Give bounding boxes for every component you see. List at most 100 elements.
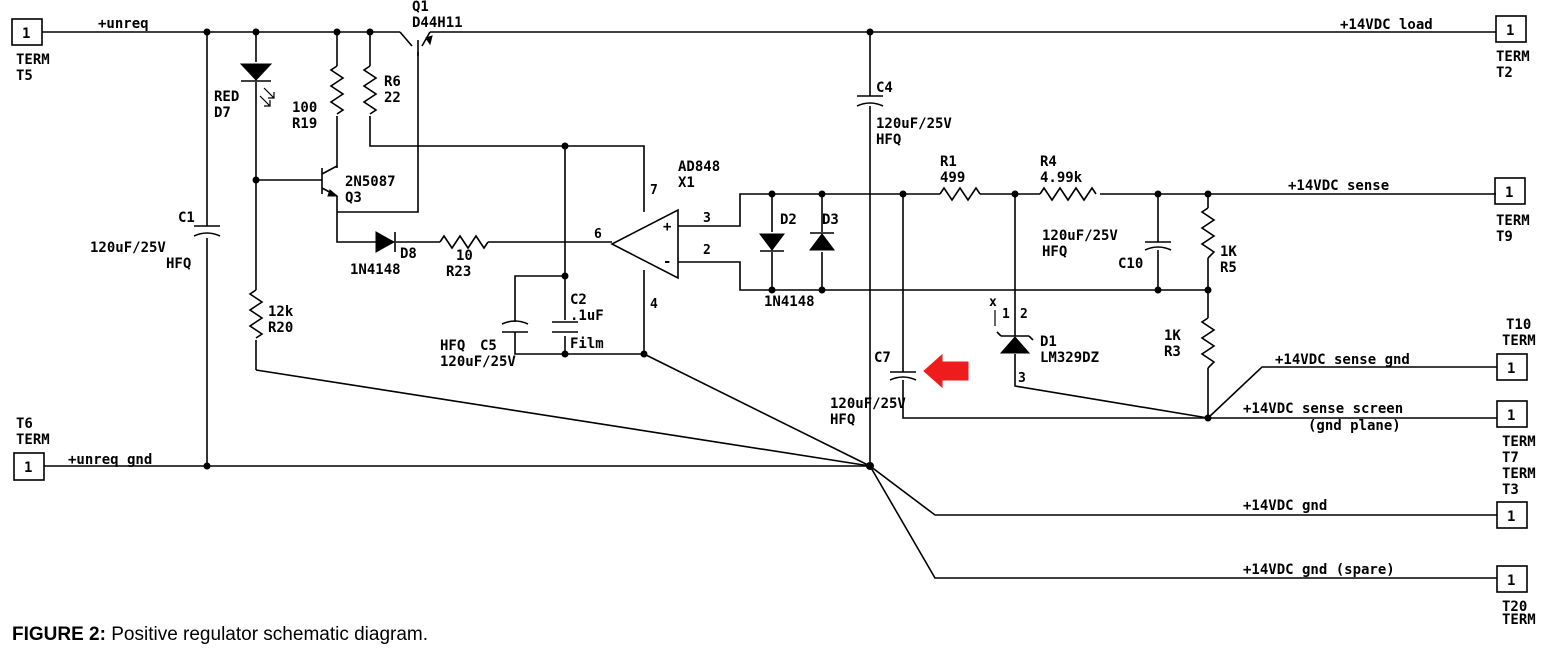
svg-text:T20: T20 [1502,599,1527,615]
svg-text:12k: 12k [268,304,294,320]
svg-text:RED: RED [214,89,239,105]
capacitor-c10: 120uF/25V HFQ C10 [1042,228,1172,272]
svg-text:TERM: TERM [1496,213,1530,229]
svg-text:TERM: TERM [16,432,50,448]
svg-text:TERM: TERM [1502,612,1536,628]
resistor-r5: 1K R5 [1200,207,1237,276]
svg-text:10: 10 [456,248,473,264]
svg-text:4.99k: 4.99k [1040,170,1083,186]
svg-text:3: 3 [1018,371,1026,386]
svg-text:1K: 1K [1220,244,1237,260]
svg-text:R1: R1 [940,154,957,170]
svg-text:R23: R23 [446,264,471,280]
svg-text:TERM: TERM [1496,49,1530,65]
svg-text:T9: T9 [1496,229,1513,245]
svg-text:Q3: Q3 [345,190,362,206]
figure-caption-text: Positive regulator schematic diagram. [105,624,429,645]
figure-caption-label: FIGURE 2: [12,624,106,645]
transistor-q1: Q1 D44H11 [399,0,463,56]
net-label-sense: +14VDC sense [1288,178,1389,194]
diode-d8: D8 1N4148 [350,231,417,278]
svg-text:1: 1 [1507,408,1515,424]
svg-text:T7: T7 [1502,450,1519,466]
svg-text:Film: Film [570,336,604,352]
resistor-r20: 12k R20 [248,289,294,339]
terminal-t7: 1 TERM T7 [1496,400,1536,466]
net-label-gnd-plane: (gnd plane) [1308,418,1401,434]
svg-text:3: 3 [703,211,711,226]
junction-dots [203,28,1212,470]
svg-text:R4: R4 [1040,154,1057,170]
svg-text:+: + [663,219,671,235]
capacitor-c4: C4 120uF/25V HFQ [856,80,952,148]
svg-text:1: 1 [1507,573,1515,589]
svg-text:D2: D2 [780,212,797,228]
svg-text:T2: T2 [1496,65,1513,81]
diode-d3: D3 [809,212,839,251]
net-label-unreg-gnd: +unreq gnd [68,452,152,468]
svg-text:4: 4 [650,297,658,312]
svg-text:D8: D8 [400,246,417,262]
svg-text:1: 1 [1507,509,1515,525]
svg-text:1: 1 [1506,23,1514,39]
svg-text:LM329DZ: LM329DZ [1040,350,1099,366]
svg-text:Q1: Q1 [412,0,429,15]
transistor-q3: 2N5087 Q3 [321,165,396,206]
svg-text:R5: R5 [1220,260,1237,276]
svg-text:T10: T10 [1506,317,1531,333]
opamp-x1: + - AD848 X1 7 6 4 3 2 [594,159,720,312]
svg-text:TERM: TERM [1502,466,1536,482]
resistor-r4: R4 4.99k [1039,154,1097,202]
figure-caption: FIGURE 2: Positive regulator schematic d… [12,624,428,646]
svg-text:D44H11: D44H11 [412,15,463,31]
capacitor-c2: C2 .1uF Film [552,292,604,352]
svg-text:C4: C4 [876,80,893,96]
svg-text:1: 1 [22,26,30,42]
svg-text:HFQ: HFQ [1042,244,1067,260]
svg-text:D1: D1 [1040,334,1057,350]
net-label-14v-gnd: +14VDC gnd [1243,498,1327,514]
svg-text:T5: T5 [16,68,33,84]
net-label-14v-gnd-spare: +14VDC gnd (spare) [1243,562,1395,578]
svg-text:TERM: TERM [1502,333,1536,349]
svg-text:1: 1 [1002,307,1010,322]
resistor-r23: 10 R23 [439,234,489,280]
svg-text:R20: R20 [268,320,293,336]
svg-text:HFQ: HFQ [166,256,191,272]
svg-text:HFQ: HFQ [440,338,465,354]
svg-text:2N5087: 2N5087 [345,174,396,190]
net-label-sense-screen: +14VDC sense screen [1243,401,1403,417]
svg-text:120uF/25V: 120uF/25V [1042,228,1118,244]
svg-text:499: 499 [940,170,965,186]
svg-text:22: 22 [384,90,401,106]
highlight-arrow-icon [923,353,969,389]
svg-text:100: 100 [292,100,317,116]
svg-text:120uF/25V: 120uF/25V [90,240,166,256]
svg-text:1N4148: 1N4148 [350,262,401,278]
resistor-r1: R1 499 [939,154,981,202]
zener-d1: x 1 2 3 D1 LM329DZ [989,295,1099,386]
svg-text:D7: D7 [214,105,231,121]
svg-text:x: x [989,295,997,310]
terminal-t9: 1 TERM T9 [1494,177,1530,245]
resistor-r19: 100 R19 [292,65,345,132]
capacitor-c5: HFQ C5 120uF/25V [440,320,529,370]
svg-text:1K: 1K [1164,328,1181,344]
net-label-unreg: +unreq [98,16,149,32]
svg-text:C7: C7 [874,350,891,366]
terminal-t6: T6 TERM 1 [13,416,50,481]
svg-text:1: 1 [24,460,32,476]
svg-text:120uF/25V: 120uF/25V [876,116,952,132]
svg-text:120uF/25V: 120uF/25V [440,354,516,370]
svg-text:R6: R6 [384,74,401,90]
svg-text:D3: D3 [822,212,839,228]
svg-text:1: 1 [1507,361,1515,377]
terminal-t2: 1 TERM T2 [1495,15,1530,81]
svg-text:.1uF: .1uF [570,308,604,324]
svg-text:R3: R3 [1164,344,1181,360]
svg-text:AD848: AD848 [678,159,720,175]
svg-text:HFQ: HFQ [830,412,855,428]
svg-text:C5: C5 [480,338,497,354]
net-label-sense-gnd: +14VDC sense gnd [1275,352,1410,368]
